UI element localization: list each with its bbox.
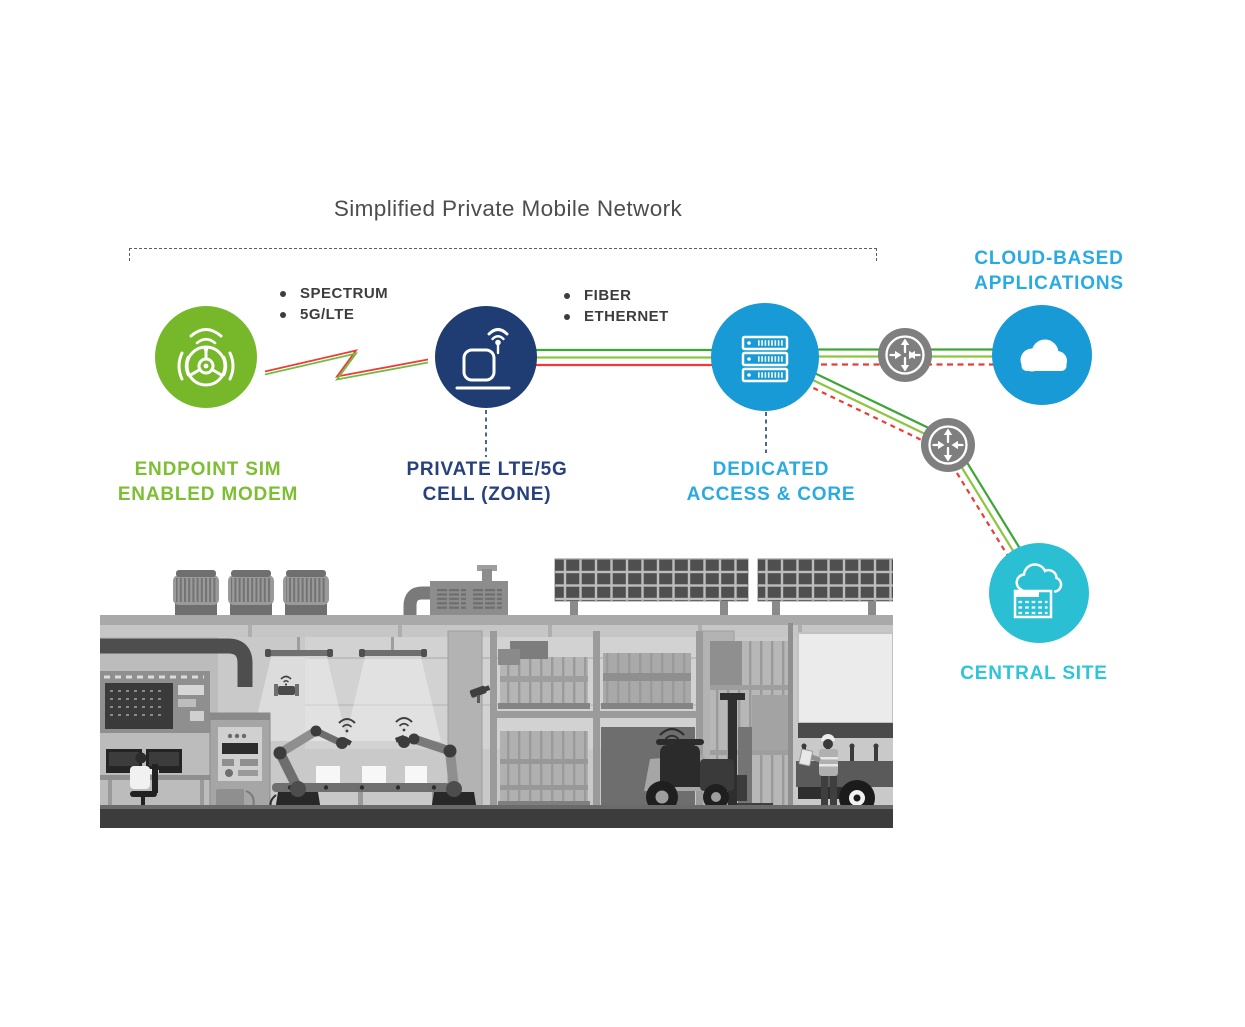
factory-floor bbox=[100, 805, 893, 809]
node-endpoint-modem bbox=[155, 306, 257, 408]
radio-link-annotation: SPECTRUM 5G/LTE bbox=[280, 283, 388, 325]
node-private-cell bbox=[435, 306, 537, 408]
warehouse-shelves bbox=[490, 631, 703, 809]
cell-core-link bbox=[520, 348, 730, 367]
annotation-item: SPECTRUM bbox=[300, 285, 389, 302]
annotation-item: FIBER bbox=[584, 287, 632, 304]
label-droplines bbox=[485, 410, 767, 457]
bullet-dot bbox=[280, 311, 286, 318]
roof-band bbox=[100, 615, 893, 625]
wireless-modem-icon bbox=[177, 328, 235, 387]
drone bbox=[274, 675, 299, 696]
diagram-title: Simplified Private Mobile Network bbox=[333, 196, 683, 221]
node-cloud bbox=[992, 305, 1092, 405]
control-room bbox=[100, 637, 253, 809]
bullet-dot bbox=[564, 313, 570, 320]
wifi-icon bbox=[659, 727, 685, 745]
central-site-building-icon bbox=[1013, 563, 1063, 619]
label-central-site: CENTRAL SITE bbox=[960, 663, 1108, 684]
router-2 bbox=[921, 418, 975, 472]
wired-link-annotation: FIBER ETHERNET bbox=[564, 285, 669, 327]
small-cell-icon bbox=[455, 328, 511, 390]
node-dedicated-core bbox=[711, 303, 819, 411]
private-network-bracket bbox=[129, 248, 877, 261]
wifi-icon bbox=[395, 717, 413, 732]
server-stack-icon bbox=[741, 335, 789, 383]
hvac-units bbox=[173, 570, 329, 617]
router-1 bbox=[878, 328, 932, 382]
node-central-site bbox=[989, 543, 1089, 643]
cloud-icon bbox=[1020, 339, 1067, 372]
bullet-dot bbox=[280, 290, 286, 297]
rooftop-unit-large bbox=[403, 565, 508, 615]
router-icon bbox=[928, 425, 968, 465]
annotation-item: ETHERNET bbox=[584, 308, 669, 325]
wifi-icon bbox=[338, 718, 356, 733]
overhead-duct bbox=[100, 638, 253, 687]
router-icon bbox=[885, 335, 925, 375]
control-wall-screen bbox=[105, 683, 173, 729]
bullet-dot bbox=[564, 292, 570, 299]
machine-cabinet bbox=[209, 712, 271, 810]
clipboard bbox=[798, 748, 814, 767]
radio-link-lightning bbox=[264, 349, 429, 381]
security-camera bbox=[469, 685, 491, 703]
annotation-item: 5G/LTE bbox=[300, 306, 355, 323]
ceiling-lights bbox=[251, 637, 441, 741]
factory-illustration bbox=[100, 558, 893, 828]
solar-panels bbox=[554, 558, 893, 615]
worker bbox=[798, 734, 841, 810]
